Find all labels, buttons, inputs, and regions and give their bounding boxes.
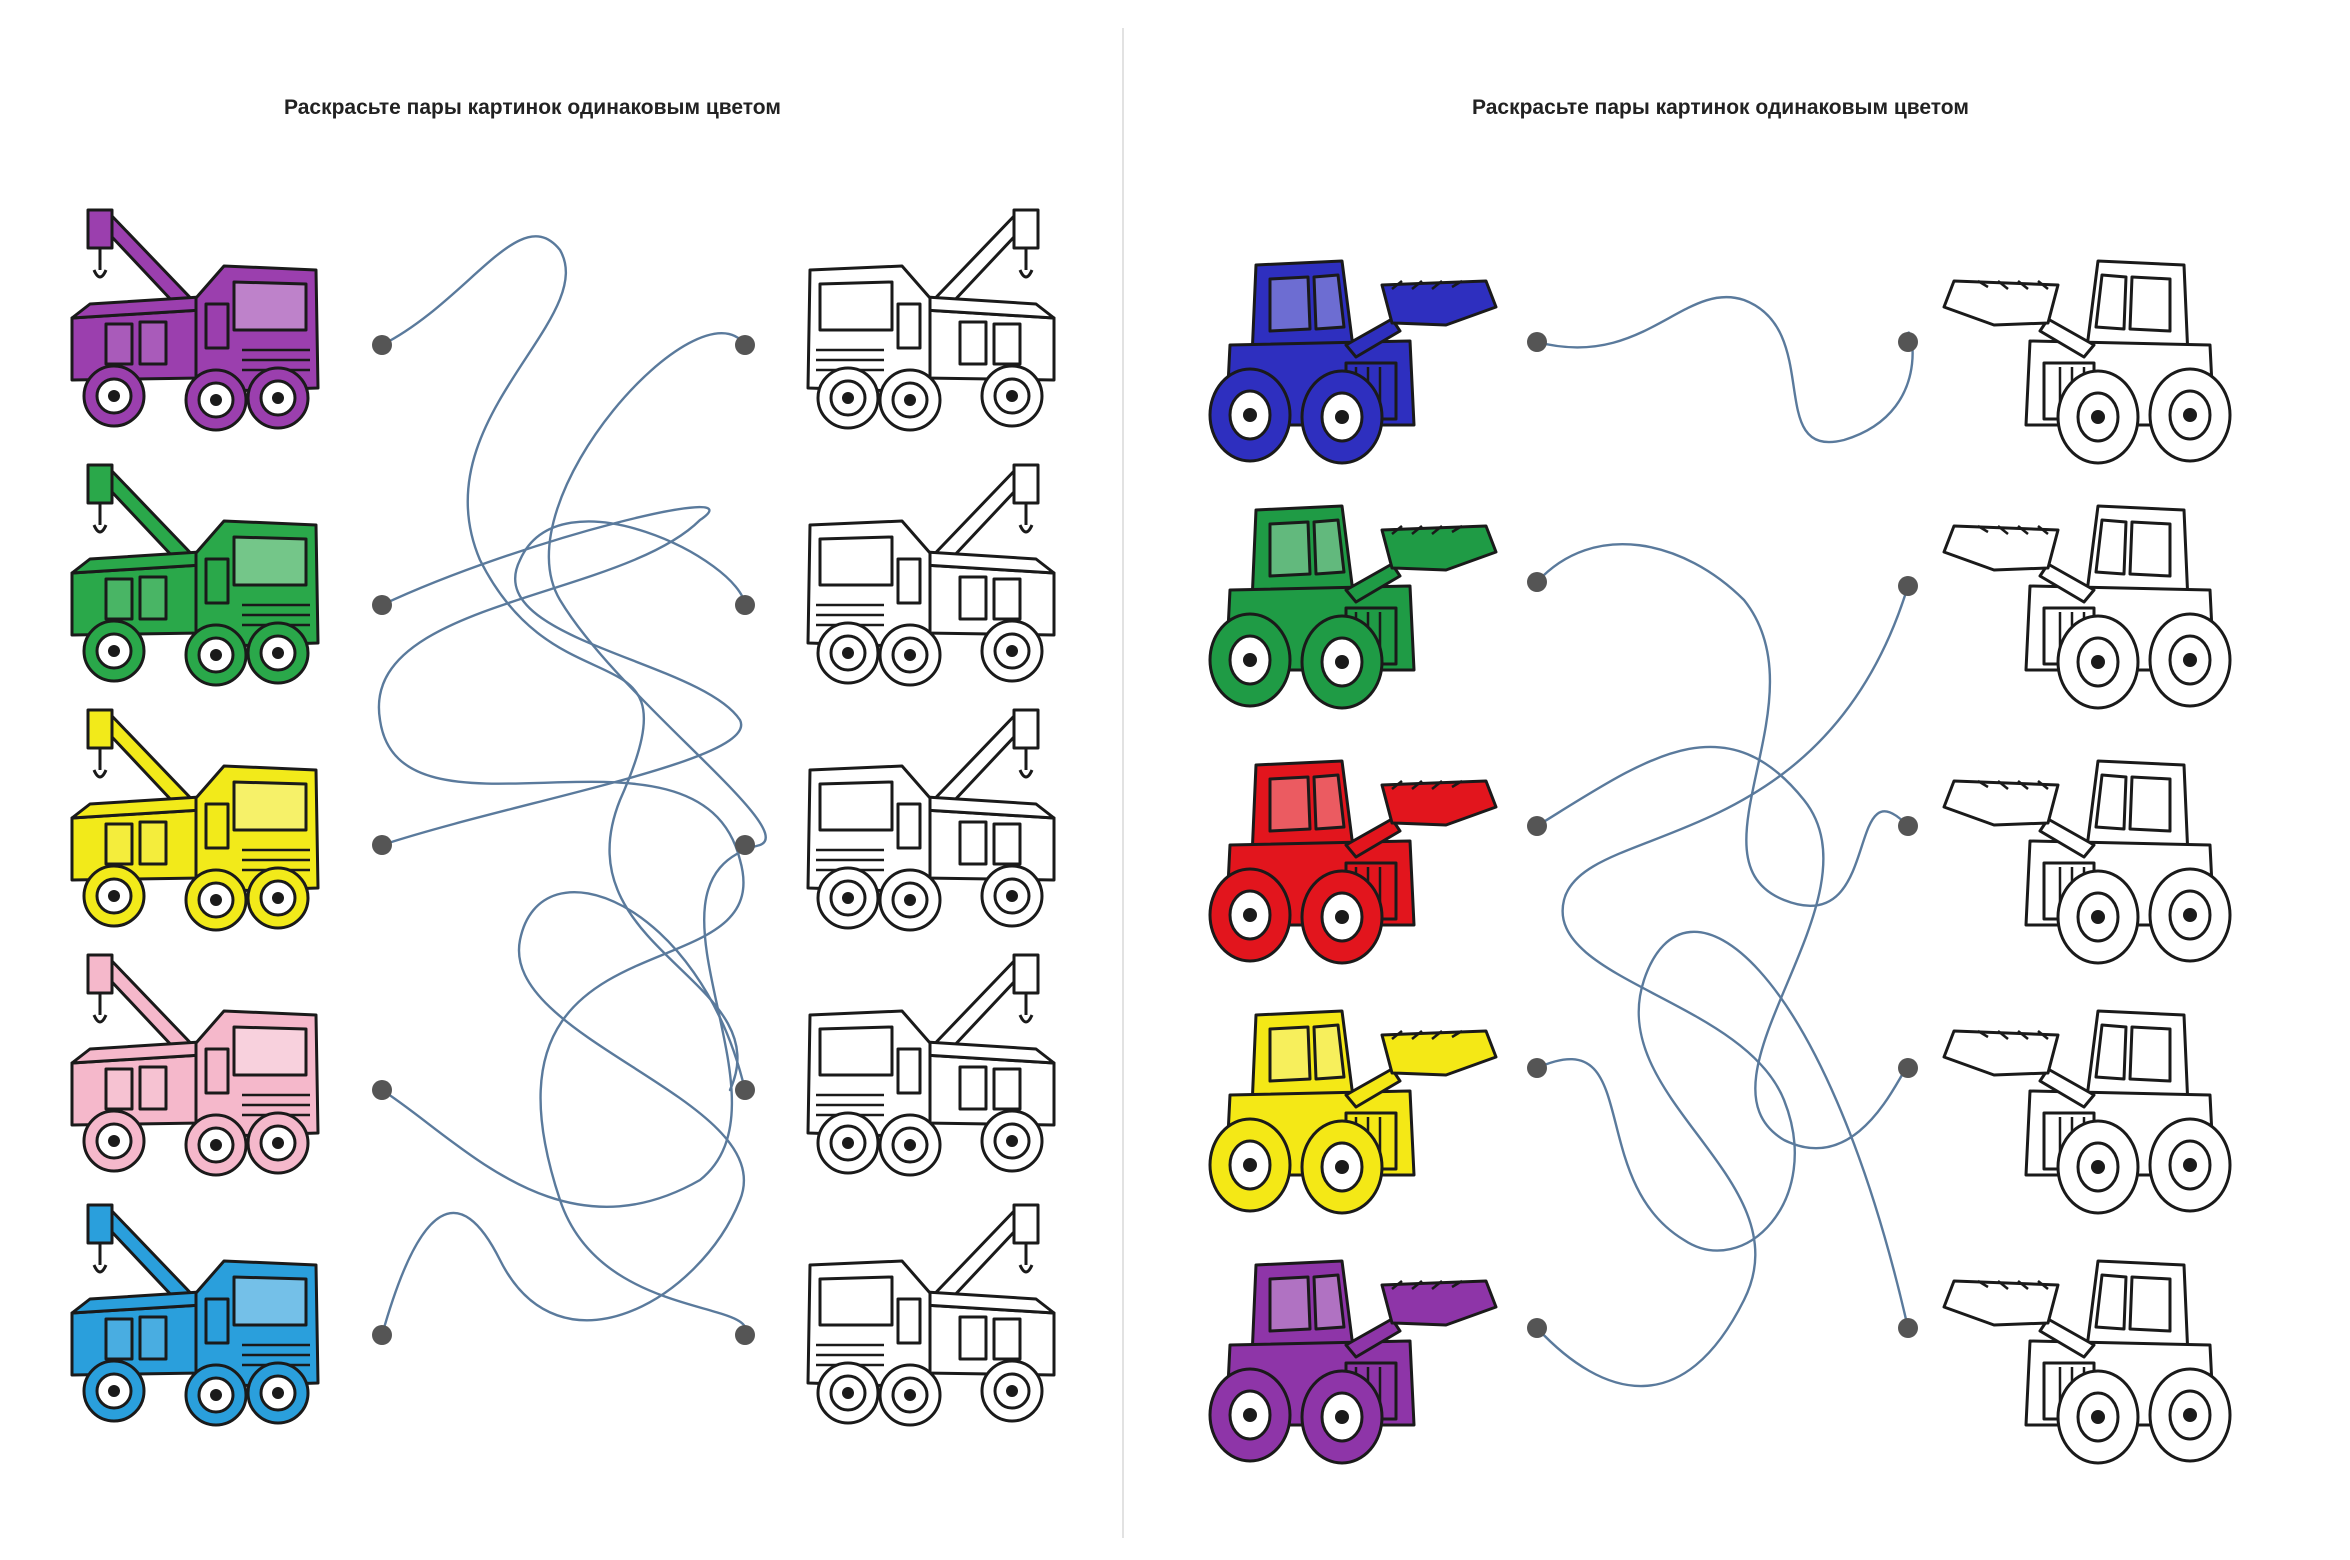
colored-loader-3 bbox=[1208, 759, 1498, 965]
colored-tow-truck-5 bbox=[70, 1203, 320, 1427]
outline-loader-2 bbox=[1942, 504, 2232, 710]
start-dot[interactable] bbox=[372, 1080, 392, 1100]
loader-matching-area bbox=[1208, 259, 2232, 1465]
end-dot[interactable] bbox=[735, 595, 755, 615]
tow-truck-matching-area bbox=[70, 208, 1056, 1427]
colored-tow-truck-2 bbox=[70, 463, 320, 687]
outline-loader-3 bbox=[1942, 759, 2232, 965]
outline-tow-truck-2 bbox=[806, 463, 1056, 687]
right-worksheet: Раскрасьте пары картинок одинаковым цвет… bbox=[1124, 0, 2350, 1560]
colored-tow-truck-3 bbox=[70, 708, 320, 932]
maze-line bbox=[1535, 542, 1910, 908]
outline-tow-truck-5 bbox=[806, 1203, 1056, 1427]
maze-line bbox=[380, 332, 767, 1208]
outline-tow-truck-1 bbox=[806, 208, 1056, 432]
colored-tow-truck-4 bbox=[70, 953, 320, 1177]
start-dot[interactable] bbox=[1527, 572, 1547, 592]
end-dot[interactable] bbox=[1898, 576, 1918, 596]
maze-line bbox=[380, 235, 739, 1092]
start-dot[interactable] bbox=[372, 835, 392, 855]
start-dot[interactable] bbox=[1527, 1058, 1547, 1078]
start-dot[interactable] bbox=[1527, 1318, 1547, 1338]
outline-loader-4 bbox=[1942, 1009, 2232, 1215]
end-dot[interactable] bbox=[735, 1325, 755, 1345]
maze-line bbox=[1535, 930, 1910, 1388]
colored-loader-2 bbox=[1208, 504, 1498, 710]
end-dot[interactable] bbox=[1898, 1058, 1918, 1078]
maze-line bbox=[1535, 584, 1910, 1252]
start-dot[interactable] bbox=[372, 1325, 392, 1345]
maze-line bbox=[1535, 295, 1914, 444]
start-dot[interactable] bbox=[1527, 816, 1547, 836]
outline-tow-truck-3 bbox=[806, 708, 1056, 932]
worksheet-title: Раскрасьте пары картинок одинаковым цвет… bbox=[1472, 96, 1969, 119]
end-dot[interactable] bbox=[735, 835, 755, 855]
start-dot[interactable] bbox=[372, 595, 392, 615]
outline-tow-truck-4 bbox=[806, 953, 1056, 1177]
end-dot[interactable] bbox=[1898, 1318, 1918, 1338]
outline-loader-1 bbox=[1942, 259, 2232, 465]
left-worksheet: Раскрасьте пары картинок одинаковым цвет… bbox=[0, 0, 1122, 1560]
colored-tow-truck-1 bbox=[70, 208, 320, 432]
worksheet-title: Раскрасьте пары картинок одинаковым цвет… bbox=[284, 96, 781, 119]
end-dot[interactable] bbox=[1898, 816, 1918, 836]
end-dot[interactable] bbox=[735, 335, 755, 355]
page-divider bbox=[1122, 28, 1124, 1538]
maze-line bbox=[1535, 745, 1910, 1150]
colored-loader-4 bbox=[1208, 1009, 1498, 1215]
end-dot[interactable] bbox=[1898, 332, 1918, 352]
outline-loader-5 bbox=[1942, 1259, 2232, 1465]
start-dot[interactable] bbox=[372, 335, 392, 355]
end-dot[interactable] bbox=[735, 1080, 755, 1100]
maze-line bbox=[380, 520, 747, 847]
colored-loader-5 bbox=[1208, 1259, 1498, 1465]
colored-loader-1 bbox=[1208, 259, 1498, 465]
start-dot[interactable] bbox=[1527, 332, 1547, 352]
maze-line bbox=[380, 890, 747, 1337]
